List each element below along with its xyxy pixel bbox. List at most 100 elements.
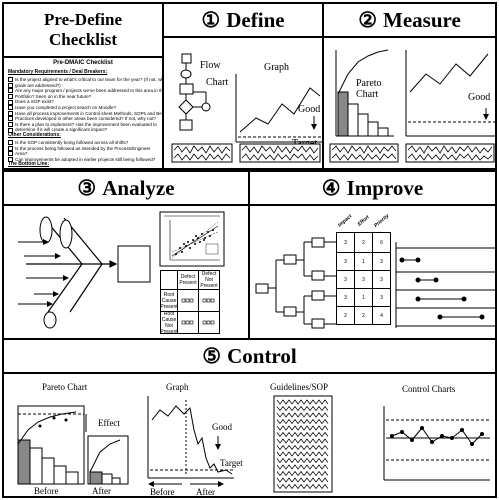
measure-panel: ② Measure Pareto Chart Good	[322, 2, 497, 170]
matrix-row-root-cause-present: Root Cause Present	[160, 289, 178, 312]
control-charts-title: Control Charts	[402, 384, 456, 394]
priority-cell: 4	[372, 306, 391, 325]
measure-title: Measure	[383, 7, 461, 32]
control-effect-label: Effect	[98, 418, 120, 428]
checklist-section-other: Other Considerations:	[8, 132, 61, 138]
control-chart	[383, 406, 490, 481]
checkbox-icon	[8, 105, 13, 111]
define-run-graph	[235, 74, 322, 143]
fishbone-diagram	[18, 216, 151, 329]
checklist-items-other: Is the SOP consistently being followed a…	[8, 140, 155, 163]
improve-header: ④ Improve	[250, 172, 495, 206]
scatter-plot	[159, 211, 225, 267]
control-run-graph	[147, 396, 234, 487]
control-before-label-1: Before	[34, 486, 59, 496]
control-sop-title: Guidelines/SOP	[270, 382, 329, 392]
matrix-cell-1-2	[198, 289, 220, 312]
checkbox-icon	[8, 145, 13, 151]
sop-text-line	[276, 418, 329, 425]
measure-run-graph	[405, 50, 495, 137]
define-graph-label: Graph	[264, 62, 289, 73]
checkbox-icon	[8, 122, 13, 128]
sop-text-line	[276, 438, 329, 444]
define-number: ①	[201, 7, 221, 32]
checkbox-icon	[8, 157, 13, 163]
predefine-divider	[4, 56, 162, 58]
sop-text-line	[276, 483, 329, 490]
checklist-item: Is the SOP consistently being followed a…	[8, 140, 155, 146]
flow-chart-label: Chart	[206, 77, 229, 88]
sop-text-line	[276, 444, 329, 451]
matrix-corner	[160, 270, 178, 290]
measure-good-label: Good	[468, 92, 491, 103]
define-data-strip-1	[171, 143, 233, 163]
control-before-label-2: Before	[150, 487, 175, 497]
gantt-chart	[395, 242, 495, 328]
control-target-label: Target	[220, 458, 243, 468]
root-cause-matrix: Defect Present Defect Not Present Root C…	[160, 270, 220, 335]
matrix-cell-2-1	[177, 311, 199, 334]
checklist-item: Area?	[8, 151, 155, 157]
checkbox-icon	[8, 88, 13, 94]
control-pareto-title: Pareto Chart	[42, 382, 88, 392]
checkbox-icon	[8, 116, 13, 122]
control-graph-title: Graph	[166, 382, 189, 392]
analyze-panel: ③ Analyze	[2, 170, 250, 340]
sop-text-line	[276, 431, 329, 438]
sop-text-line	[276, 477, 329, 483]
checklist-item: goals are addressed?)	[8, 82, 162, 89]
control-number: ⑤	[202, 343, 222, 368]
checkbox-icon	[8, 77, 13, 83]
control-pareto-chart	[17, 405, 129, 485]
checklist-item: Does a SOP exist?	[8, 99, 162, 105]
define-good-label: Good	[298, 104, 321, 115]
improve-title: Improve	[346, 175, 424, 200]
measure-number: ②	[358, 7, 378, 32]
define-title: Define	[226, 7, 285, 32]
checklist-item: Have all process improvements in Control…	[8, 110, 162, 117]
flow-label: Flow	[200, 60, 221, 71]
flow-chart-diagram	[178, 53, 211, 131]
checklist-item: Is the process being followed as intende…	[8, 146, 155, 152]
sop-text-line	[276, 464, 329, 470]
checklist-item: Can improvements be adopted in earlier p…	[8, 157, 155, 163]
sop-text-line	[276, 457, 329, 464]
measure-header: ② Measure	[324, 4, 495, 38]
control-title: Control	[227, 343, 297, 368]
analyze-number: ③	[77, 175, 97, 200]
measure-pareto-label: Pareto	[356, 78, 382, 89]
sop-text-line	[276, 399, 329, 405]
checklist-items-mandatory: Is the project aligned to what's critica…	[8, 77, 162, 133]
improve-panel: ④ Improve Impact Effort	[248, 170, 497, 340]
checkbox-icon	[8, 140, 13, 146]
measure-data-strip-1	[329, 143, 399, 163]
sop-text-line	[276, 425, 329, 431]
checklist-item: determine if it will create a significan…	[8, 127, 162, 133]
measure-data-strip-2	[405, 143, 495, 163]
matrix-cell-1-1	[177, 289, 199, 312]
analyze-title: Analyze	[102, 175, 175, 200]
checklist-item: Portfolio? Seen on in the near future?	[8, 94, 162, 100]
analyze-header: ③ Analyze	[4, 172, 248, 206]
checkbox-icon	[8, 82, 13, 88]
guidelines-sop-document	[273, 395, 333, 493]
checklist-item: Are any major program / projects we've b…	[8, 88, 162, 94]
tree-diagram	[255, 237, 336, 329]
define-data-strip-2	[239, 143, 321, 163]
checklist-section-bottom-line: The Bottom Line:	[8, 161, 50, 167]
improve-number: ④	[321, 175, 341, 200]
checkbox-icon	[8, 127, 13, 133]
checkbox-icon	[8, 110, 13, 116]
sop-text-line	[276, 451, 329, 457]
checklist-doc-title: Pre-DMAIC Checklist	[53, 60, 113, 66]
matrix-col-defect-present: Defect Present	[177, 270, 199, 290]
sop-text-line	[276, 412, 329, 418]
checkbox-icon	[8, 151, 13, 157]
define-panel: ① Define Flow Chart Graph Good Target	[162, 2, 324, 170]
checklist-item: Practices developed in other areas been …	[8, 116, 162, 122]
checkbox-icon	[8, 99, 13, 105]
checklist-item: Have you completed a project search on M…	[8, 105, 162, 111]
control-good-label: Good	[212, 422, 232, 432]
control-after-label-1: After	[92, 486, 111, 496]
